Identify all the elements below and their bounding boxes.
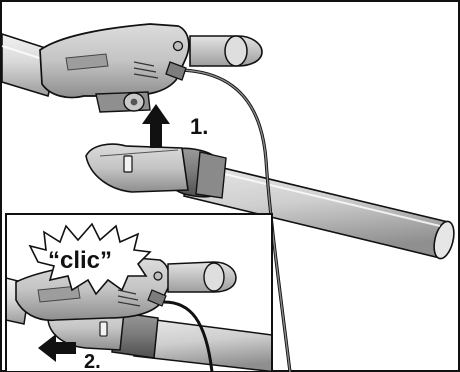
receiver-cradle <box>85 143 189 193</box>
inset-grip-pad <box>37 285 81 303</box>
main-scene: 1. <box>1 23 455 372</box>
grip-pad <box>65 53 109 71</box>
step-1-label: 1. <box>190 114 208 139</box>
handle-housing <box>39 23 190 99</box>
arrow-left-icon <box>38 334 76 362</box>
step-2-label: 2. <box>84 351 101 372</box>
release-clip <box>95 91 151 113</box>
cable-highlight <box>175 69 291 372</box>
inset-end-cap <box>167 261 237 293</box>
inset-cable <box>163 300 214 371</box>
inset-vent-slots <box>117 289 141 307</box>
click-burst <box>28 222 152 296</box>
end-cap <box>189 35 263 67</box>
arrow-up-icon <box>142 104 170 148</box>
screw-icon <box>172 40 184 52</box>
latch-slot-icon <box>123 155 133 173</box>
inset-screw-icon <box>153 271 163 281</box>
click-sound-label: “clic” <box>48 247 112 274</box>
inset-panel: “clic” 2. <box>5 213 273 372</box>
inset-latch-slot-icon <box>99 321 108 337</box>
vent-slots <box>133 61 159 79</box>
